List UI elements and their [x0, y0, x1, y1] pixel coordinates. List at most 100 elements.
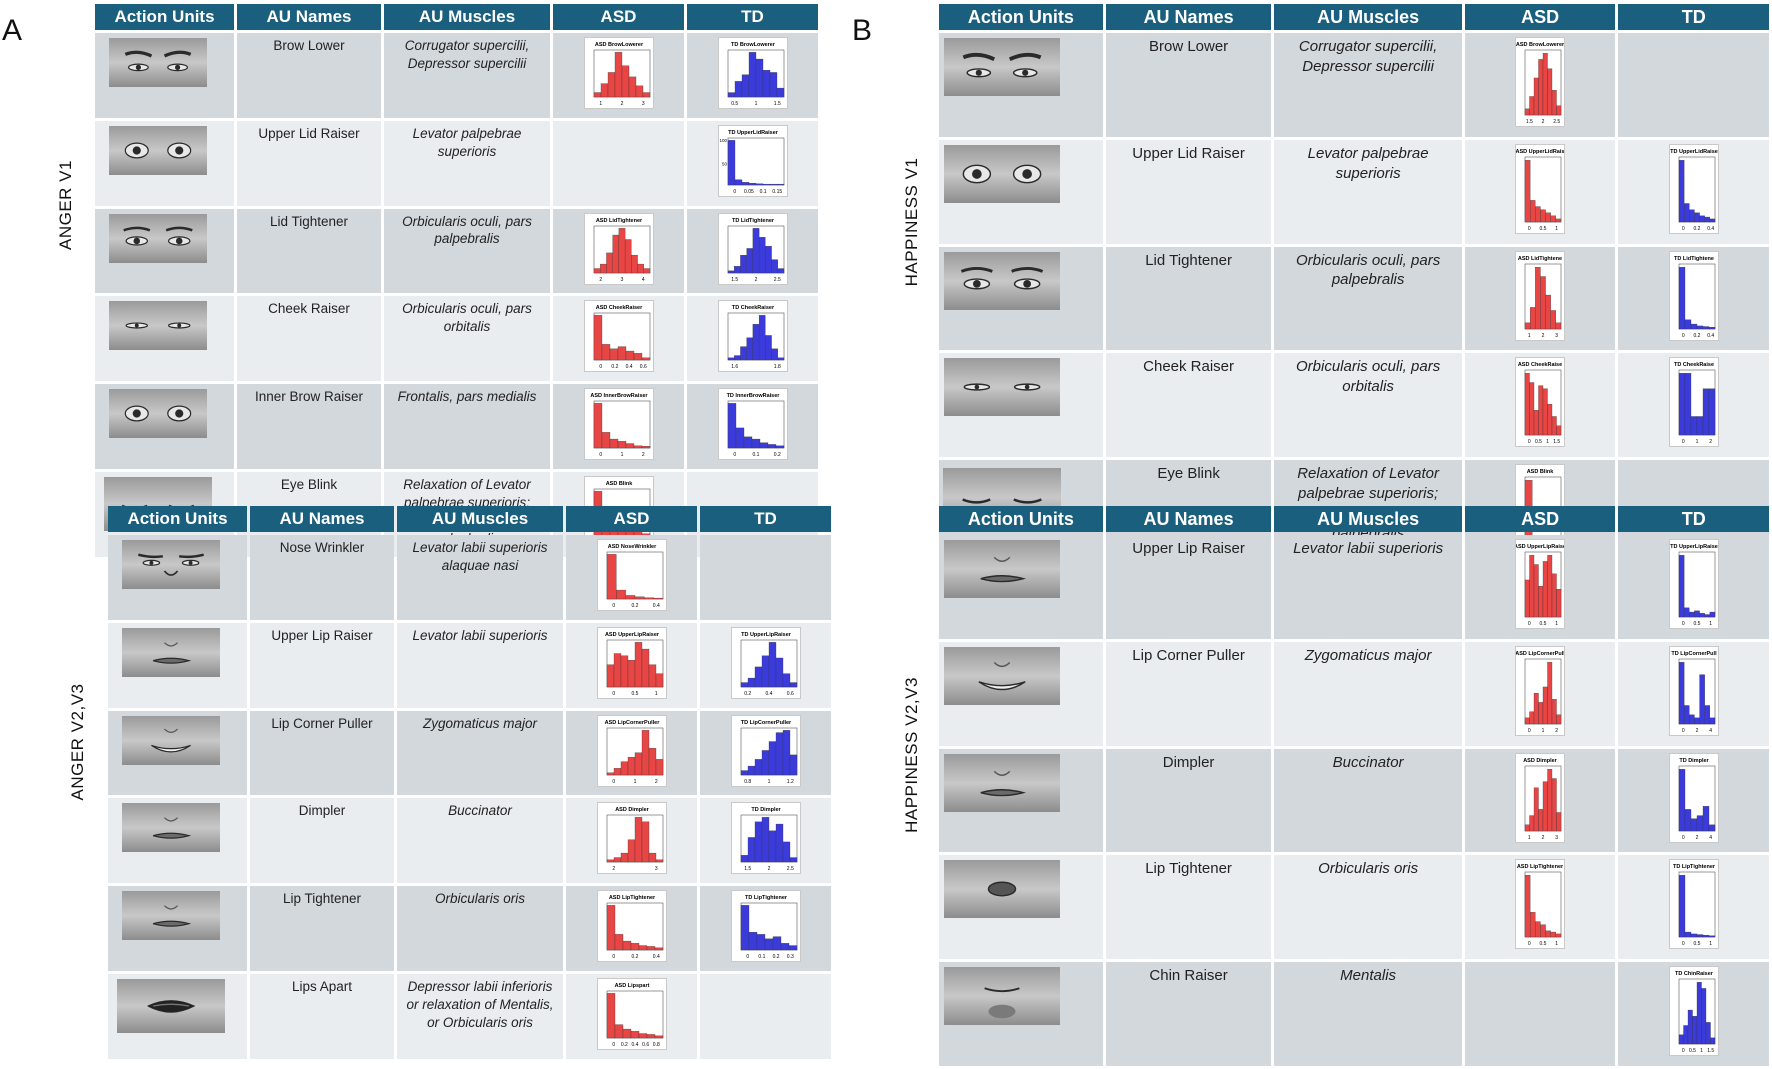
td-bar	[1678, 373, 1685, 436]
asd-bar	[1551, 698, 1557, 724]
asd-xtick: 2	[620, 101, 623, 107]
asd-xtick: 0.8	[652, 1042, 659, 1048]
asd-xtick: 4	[641, 277, 644, 283]
au-name-cell: Inner Brow Raiser	[237, 384, 381, 470]
td-bar	[1684, 808, 1691, 831]
face-eyes-wide-photo	[109, 125, 207, 175]
asd-bar	[615, 589, 626, 600]
td-bar	[1690, 934, 1697, 938]
asd-title: ASD UpperLipRaise	[1516, 544, 1564, 550]
td-bar	[782, 673, 790, 687]
td-bar	[1696, 325, 1703, 329]
asd-xtick: 0	[612, 1042, 615, 1048]
td-bar	[754, 822, 762, 863]
asd-bar	[620, 761, 628, 775]
action-unit-cell	[939, 748, 1103, 853]
td-bar	[1709, 717, 1715, 724]
td-bar	[764, 335, 772, 361]
td-bar	[727, 92, 735, 98]
td-xtick: 2	[754, 277, 757, 283]
asd-bar	[1542, 53, 1548, 116]
header-action-units: Action Units	[939, 4, 1103, 30]
asd-xtick: 0.2	[631, 603, 638, 609]
td-bar	[1710, 1037, 1715, 1045]
td-bar	[1702, 388, 1709, 436]
td-xtick: 0.1	[758, 954, 765, 960]
asd-xtick: 1	[620, 452, 623, 458]
td-bar	[1688, 611, 1695, 618]
asd-bar	[1524, 373, 1530, 436]
asd-bar	[625, 443, 634, 449]
asd-xtick: 1	[1528, 835, 1531, 841]
asd-title: ASD BrowLowerer	[1516, 42, 1564, 48]
td-bar	[761, 817, 769, 863]
action-unit-cell	[939, 535, 1103, 639]
td-bar	[755, 183, 763, 185]
td-xtick: 4	[1709, 835, 1712, 841]
header-td: TD	[1618, 4, 1769, 30]
td-bar	[1678, 661, 1684, 724]
asd-bar	[1555, 934, 1562, 938]
header-td: TD	[687, 4, 818, 30]
asd-title: ASD UpperLidRais	[1516, 149, 1564, 155]
td-bar	[741, 74, 749, 98]
au-muscle-cell: Frontalis, pars medialis	[384, 384, 550, 470]
au-name-cell: Lid Tightener	[1105, 246, 1272, 351]
asd-bar	[634, 596, 644, 600]
td-bar	[775, 732, 783, 775]
asd-bar	[1556, 105, 1562, 116]
asd-bar	[1547, 68, 1553, 116]
au-name-cell: Dimpler	[250, 798, 394, 884]
td-bar	[727, 358, 734, 361]
asd-bar	[1540, 924, 1546, 938]
td-xtick: 2	[1695, 728, 1698, 734]
asd-bar	[593, 268, 600, 273]
asd-bar	[1542, 388, 1548, 436]
au-muscle-cell: Orbicularis oris	[1274, 855, 1462, 960]
asd-xtick: 0.2	[620, 1042, 627, 1048]
asd-title: ASD CheekRaise	[1518, 362, 1562, 368]
au-muscle-cell: Mentalis	[1274, 962, 1462, 1066]
asd-bar	[1530, 306, 1536, 329]
header-td: TD	[700, 506, 831, 532]
asd-xtick: 0.5	[631, 691, 638, 697]
asd-title: ASD Dimpler	[615, 807, 649, 813]
td-bar	[1702, 805, 1709, 831]
asd-bar	[1555, 322, 1562, 329]
au-muscle-cell: Buccinator	[397, 798, 563, 884]
asd-bar	[601, 344, 610, 361]
asd-bar	[1550, 215, 1557, 222]
action-unit-cell	[108, 798, 247, 884]
asd-xtick: 1	[1546, 439, 1549, 445]
asd-bar	[1529, 555, 1535, 618]
header-au-names: AU Names	[1105, 4, 1272, 30]
asd-title: ASD LipTightener	[1517, 864, 1564, 870]
au-muscle-cell: Zygomaticus major	[397, 710, 563, 796]
action-unit-cell	[939, 33, 1103, 137]
au-name-cell: Cheek Raiser	[237, 296, 381, 382]
asd-bar	[635, 85, 643, 98]
asd-xtick: 2	[1542, 333, 1545, 339]
face-eyes-photo	[109, 213, 207, 263]
asd-xtick: 1	[633, 779, 636, 785]
td-xtick: 0.8	[744, 779, 751, 785]
td-xtick: 0.5	[731, 101, 738, 107]
asd-bar	[620, 655, 628, 687]
